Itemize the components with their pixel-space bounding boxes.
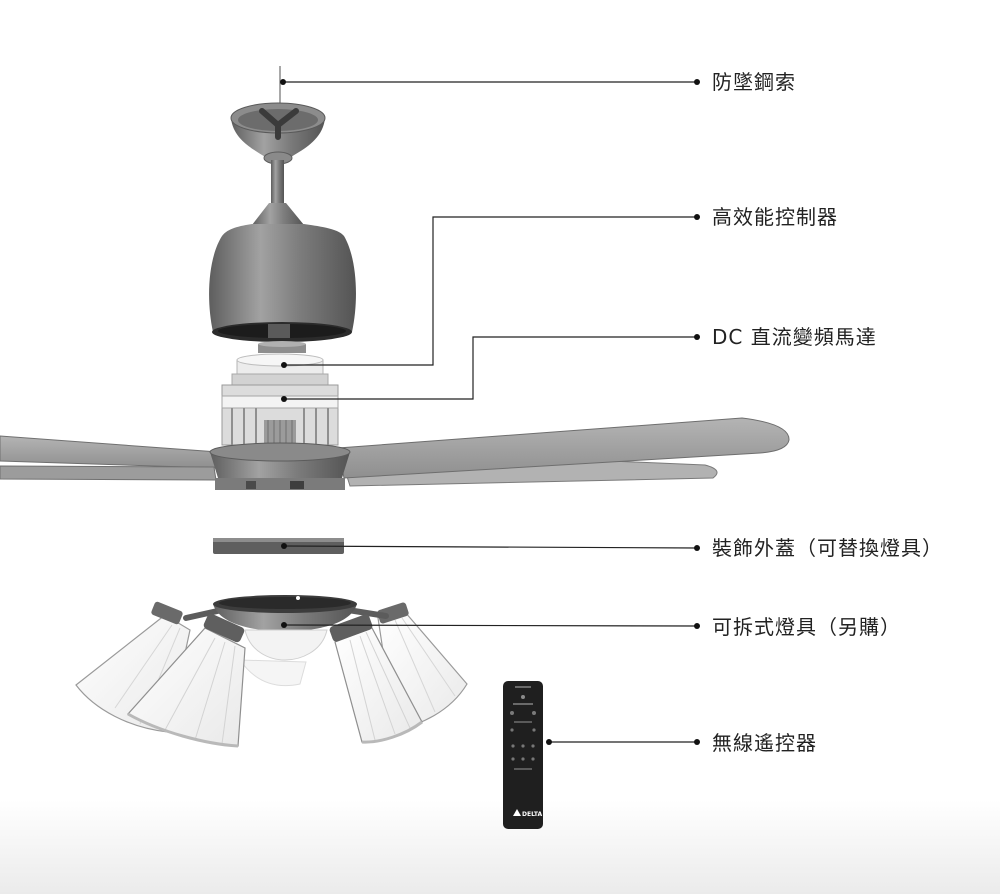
remote-button [511,744,515,748]
motor-housing [209,224,356,342]
remote-button [531,757,535,761]
remote-logo: DELTA [522,811,543,818]
light-arm [345,607,389,619]
controller [231,353,329,386]
leader-dot [694,79,700,85]
leader-dots [280,79,700,745]
leader-line-light-kit [283,624,698,627]
center-glass [244,629,328,661]
decorative-cover [213,538,344,554]
callout-label-safety-cable: 防墜鋼索 [712,70,796,94]
remote-button [510,711,514,715]
leader-lines [283,81,698,743]
callout-label-light-kit: 可拆式燈具（另購） [712,615,901,639]
remote-button [532,711,536,715]
blade-hub [209,442,351,490]
leader-dot [694,623,700,629]
ceiling-canopy [230,102,326,165]
remote-button [521,744,525,748]
blade [0,435,219,469]
shade-mount [151,601,183,625]
remote-control: DELTA [503,681,543,829]
shade-mount [203,613,245,643]
leader-dot [694,545,700,551]
callout-label-dc-motor: DC 直流變頻馬達 [712,325,877,349]
leader-line-decorative-cover [283,545,698,549]
remote-button [521,695,525,699]
leader-dot [546,739,552,745]
remote-button [521,757,525,761]
remote-button [531,744,535,748]
blade [337,417,790,479]
shade-mount [329,614,373,642]
leader-dot [281,543,287,549]
leader-dot [694,214,700,220]
leader-dot [280,79,286,85]
center-shade [239,659,307,687]
downrod [271,160,284,205]
remote-button [510,728,514,732]
spacer-disc [258,341,306,353]
callout-label-controller: 高效能控制器 [712,205,838,229]
fan-blades [0,417,790,487]
remote-button [511,757,515,761]
motor-collar [252,203,304,225]
background-fade [0,800,1000,894]
leader-dot [281,396,287,402]
remote-button [532,728,536,732]
leader-dot [281,622,287,628]
delta-logo-icon [513,809,521,816]
leader-line-controller [284,216,697,366]
leader-dot [694,739,700,745]
callout-label-decorative-cover: 裝飾外蓋（可替換燈具） [712,536,943,560]
light-arm [183,607,225,621]
callout-label-remote: 無線遙控器 [712,731,817,755]
leader-line-dc-motor [284,336,697,400]
leader-dot [281,362,287,368]
dc-motor [221,384,339,446]
blade [0,465,217,481]
leader-dot [694,334,700,340]
light-kit [75,595,468,748]
